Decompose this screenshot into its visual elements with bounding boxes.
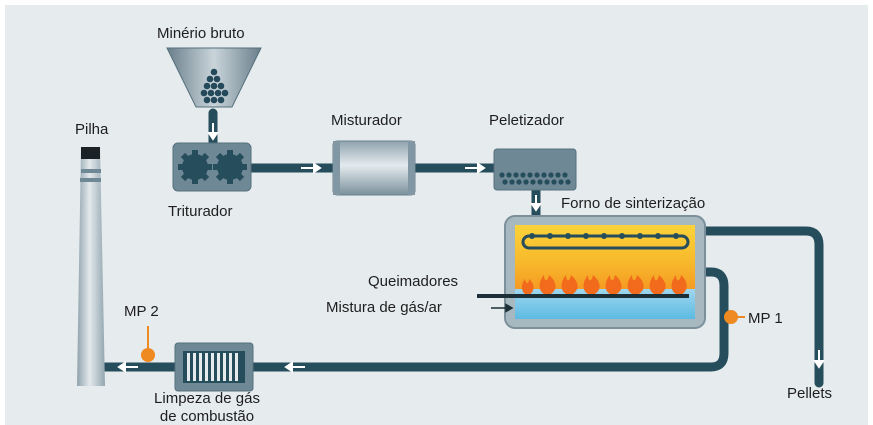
flue-gas-cleaning-label-line2: de combustão (159, 408, 255, 425)
burner-flames (521, 275, 687, 295)
diagram-canvas (77, 47, 825, 392)
flue-gas-cleaning-label-line1: Limpeza de gás (154, 390, 260, 407)
flame-icon (649, 275, 666, 295)
chimney-stack (77, 147, 105, 386)
raw-ore-label: Minério bruto (157, 25, 245, 42)
burners-label: Queimadores (368, 273, 459, 290)
arrow-down-icon (813, 350, 825, 369)
pipe-network (100, 108, 824, 388)
flame-icon (539, 275, 556, 295)
mp2-marker (141, 348, 155, 362)
flame-icon (561, 275, 578, 295)
measuring-points (141, 310, 745, 362)
sinter-furnace-label: Forno de sinterização (561, 195, 706, 212)
stack-label: Pilha (75, 121, 109, 138)
crusher-label: Triturador (168, 203, 233, 220)
raw-ore-hopper (166, 47, 262, 108)
flue-gas-cleaning-unit (174, 342, 254, 392)
flow-arrows (117, 123, 825, 373)
mp1-label: MP 1 (748, 310, 783, 327)
mixer-drum (332, 140, 416, 196)
burner-bar (477, 294, 689, 298)
pipe-furnace-pellets (690, 226, 824, 388)
arrow-left-icon (117, 361, 138, 373)
arrow-right-icon (491, 303, 514, 313)
flame-icon (583, 275, 600, 295)
gear-icon (213, 150, 247, 184)
process-diagram: Minério bruto Triturador Misturador Pele… (5, 5, 868, 425)
arrow-left-icon (284, 361, 305, 373)
arrow-down-icon (530, 195, 542, 212)
crusher-unit (172, 142, 252, 192)
arrow-right-icon (465, 162, 486, 174)
pipe-furnace-exhaust (248, 267, 729, 372)
arrow-down-icon (207, 123, 219, 141)
sinter-furnace (477, 215, 706, 329)
mixer-label: Misturador (331, 112, 402, 129)
mp1-marker (724, 310, 738, 324)
pelletizer-label: Peletizador (489, 112, 565, 129)
flame-icon (605, 275, 622, 295)
flame-icon (627, 275, 644, 295)
pelletizer-unit (493, 148, 577, 191)
mp2-label: MP 2 (124, 303, 159, 320)
flame-icon (671, 275, 687, 295)
gas-air-mix-label: Mistura de gás/ar (326, 299, 442, 316)
arrow-right-icon (301, 162, 322, 174)
gear-icon (178, 150, 212, 184)
pellets-label: Pellets (787, 385, 833, 402)
